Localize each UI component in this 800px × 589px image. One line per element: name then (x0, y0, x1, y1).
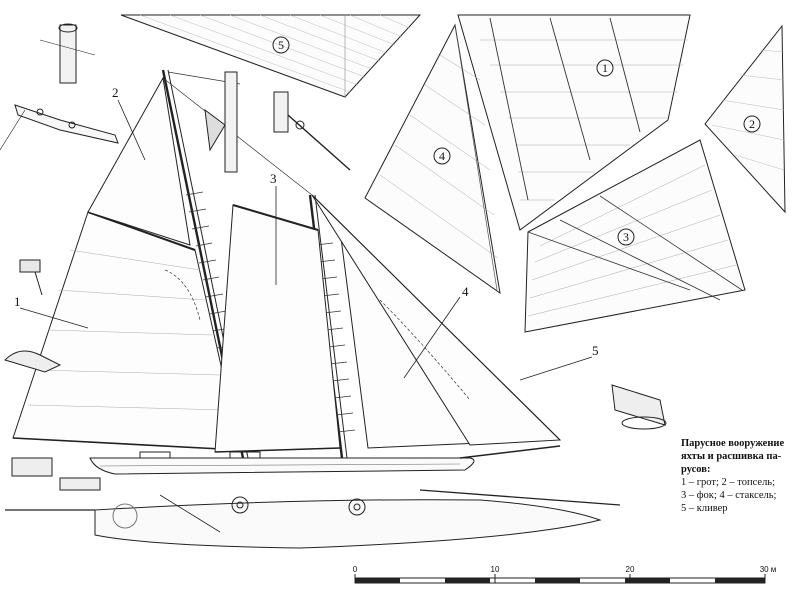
callout-3-label: 3 (270, 171, 277, 186)
detail-mast-cap (40, 24, 95, 83)
panel-3-marker (618, 229, 634, 245)
scale-bar: 0 10 20 30 м (353, 565, 777, 583)
caption-title: Парусное вооружение яхты и расшивка па- … (681, 437, 793, 476)
panel-1-marker (597, 60, 613, 76)
panel-4-label: 4 (439, 149, 445, 163)
detail-shackle (274, 92, 350, 170)
caption-legend-line-1: 1 – грот; 2 – топсель; (681, 477, 776, 488)
callout-5-label: 5 (592, 343, 599, 358)
panel-5-label: 5 (278, 38, 284, 52)
sail-panel-jib: 5 (121, 15, 420, 97)
foresail (215, 205, 340, 452)
panel-1-label: 1 (602, 61, 608, 75)
mainsail (13, 212, 240, 450)
deck-plan (5, 490, 620, 548)
panel-2-label: 2 (749, 117, 755, 131)
panel-3-label: 3 (623, 230, 629, 244)
callout-1: 1 (14, 294, 88, 328)
panel-5-marker (273, 37, 289, 53)
panel-2-marker (744, 116, 760, 132)
callout-4-label: 4 (462, 284, 469, 299)
callout-1-label: 1 (14, 294, 21, 309)
scale-label-20: 20 (626, 565, 635, 574)
caption-title-line-3: русов: (681, 464, 711, 475)
caption-legend-line-2: 3 – фок; 4 – стаксель; (681, 490, 777, 501)
callout-2: 2 (112, 85, 145, 160)
sail-panel-staysail: 4 (365, 25, 500, 293)
hull-side-view (90, 452, 474, 474)
detail-boom-end (612, 385, 666, 429)
jib (312, 195, 560, 445)
sail-panel-foresail: 3 (525, 140, 745, 332)
detail-gaff-jaws (0, 105, 118, 150)
topsail (88, 78, 190, 245)
caption-title-line-2: яхты и расшивка па- (681, 451, 782, 462)
bowsprit (460, 446, 560, 458)
caption-title-line-1: Парусное вооружение (681, 438, 785, 449)
detail-block-2 (5, 351, 60, 372)
caption-legend-line-3: 5 – кливер (681, 503, 728, 514)
sail-panel-topsail: 2 (705, 26, 785, 212)
scale-label-0: 0 (353, 565, 358, 574)
scale-label-10: 10 (491, 565, 500, 574)
callout-4: 4 (404, 284, 469, 378)
sail-panel-mainsail: 1 (458, 15, 690, 230)
callout-2-label: 2 (112, 85, 119, 100)
panel-4-marker (434, 148, 450, 164)
scale-label-30: 30 м (760, 565, 777, 574)
detail-block-1 (20, 260, 42, 295)
callout-3: 3 (270, 171, 277, 285)
callout-5: 5 (520, 343, 599, 380)
figure-caption: Парусное вооружение яхты и расшивка па- … (681, 437, 793, 515)
detail-deck-fittings (12, 458, 100, 490)
detail-mast-head (205, 72, 237, 172)
